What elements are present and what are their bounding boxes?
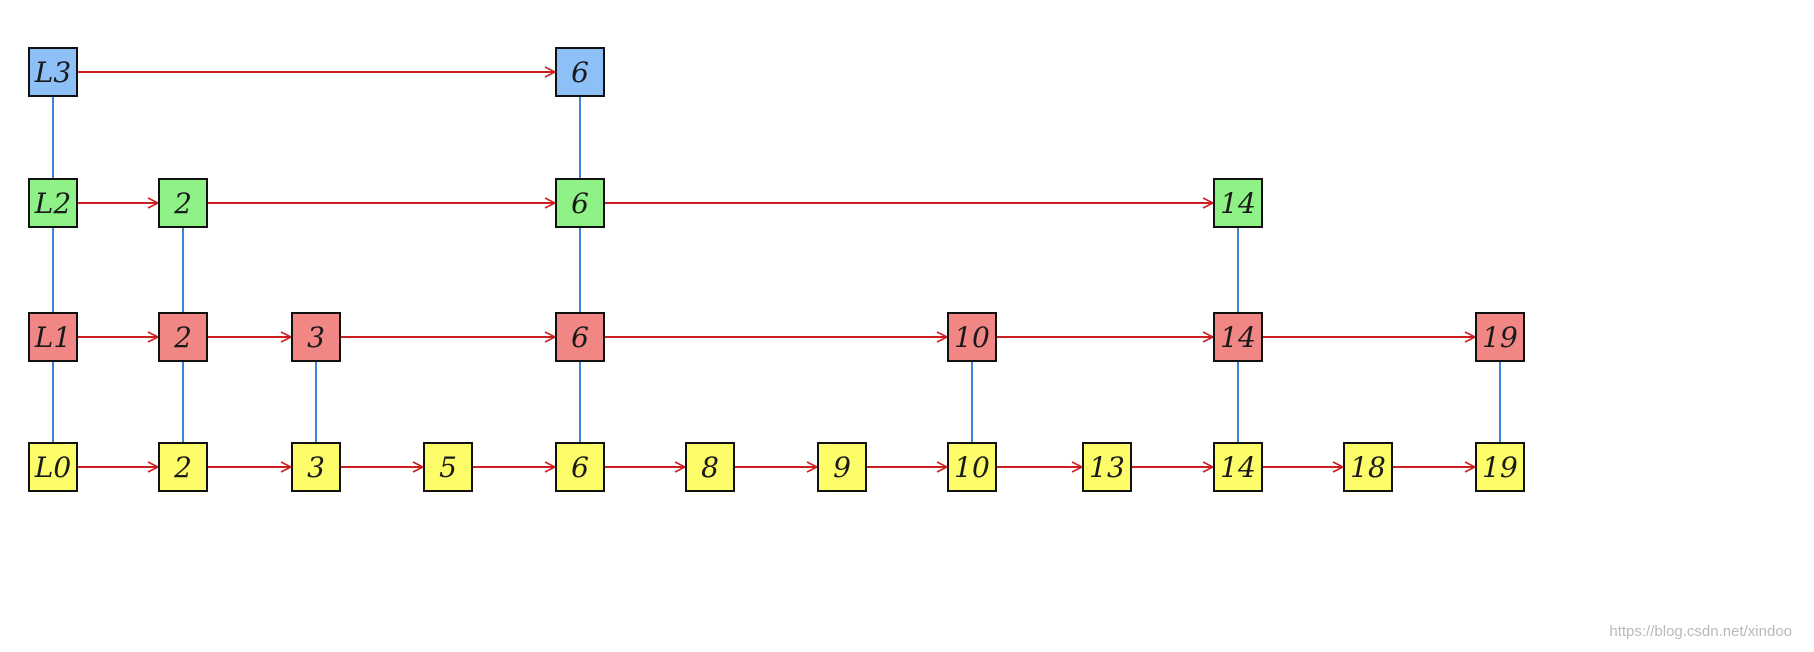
level-head-l3-label: L3 xyxy=(34,56,71,89)
watermark-text: https://blog.csdn.net/xindoo xyxy=(1609,623,1792,640)
level-head-l2-box xyxy=(28,178,78,228)
node-l1-6-box xyxy=(555,312,605,362)
node-l1-10-box xyxy=(947,312,997,362)
node-l0-10: 10 xyxy=(947,442,997,492)
node-l1-19-box xyxy=(1475,312,1525,362)
node-l0-18: 18 xyxy=(1343,442,1393,492)
node-l0-10-label: 10 xyxy=(954,451,990,484)
node-l0-2-label: 2 xyxy=(173,451,192,484)
node-l2-2-box xyxy=(158,178,208,228)
node-l1-2-label: 2 xyxy=(173,321,192,354)
node-l2-14-label: 14 xyxy=(1220,187,1256,220)
level-head-l0: L0 xyxy=(28,442,78,492)
node-l0-19: 19 xyxy=(1475,442,1525,492)
node-l2-6-label: 6 xyxy=(571,187,589,220)
node-l1-3-box xyxy=(291,312,341,362)
node-l1-14-box xyxy=(1213,312,1263,362)
node-l0-19-box xyxy=(1475,442,1525,492)
level-head-l1: L1 xyxy=(28,312,78,362)
level-head-l2-label: L2 xyxy=(34,187,71,220)
node-l0-8-label: 8 xyxy=(701,451,719,484)
node-l2-14: 14 xyxy=(1213,178,1263,228)
node-l0-18-box xyxy=(1343,442,1393,492)
level-head-l0-label: L0 xyxy=(34,451,71,484)
node-l0-5-box xyxy=(423,442,473,492)
node-l0-2-box xyxy=(158,442,208,492)
horizontal-links xyxy=(77,72,1475,467)
node-l2-6: 6 xyxy=(555,178,605,228)
node-l1-6: 6 xyxy=(555,312,605,362)
level-head-l3-box xyxy=(28,47,78,97)
node-l0-14-label: 14 xyxy=(1220,451,1256,484)
node-l0-8-box xyxy=(685,442,735,492)
node-l2-2: 2 xyxy=(158,178,208,228)
node-l0-6-box xyxy=(555,442,605,492)
node-l1-14-label: 14 xyxy=(1220,321,1256,354)
node-l2-2-label: 2 xyxy=(173,187,192,220)
node-l0-14-box xyxy=(1213,442,1263,492)
node-l1-14: 14 xyxy=(1213,312,1263,362)
node-l0-5-label: 5 xyxy=(439,451,457,484)
node-l2-14-box xyxy=(1213,178,1263,228)
vertical-links xyxy=(52,96,1501,443)
node-l3-6-label: 6 xyxy=(571,56,589,89)
node-l0-2: 2 xyxy=(158,442,208,492)
node-l0-10-box xyxy=(947,442,997,492)
node-l0-5: 5 xyxy=(423,442,473,492)
level-head-l2: L2 xyxy=(28,178,78,228)
node-l1-10: 10 xyxy=(947,312,997,362)
node-l0-3-label: 3 xyxy=(307,451,325,484)
node-l0-13-box xyxy=(1082,442,1132,492)
node-l1-3-label: 3 xyxy=(307,321,325,354)
node-l1-10-label: 10 xyxy=(954,321,990,354)
node-l0-6-label: 6 xyxy=(571,451,589,484)
node-l0-9-box xyxy=(817,442,867,492)
node-l0-9-label: 9 xyxy=(833,451,851,484)
node-l0-8: 8 xyxy=(685,442,735,492)
level-head-l0-box xyxy=(28,442,78,492)
node-l1-2: 2 xyxy=(158,312,208,362)
level-head-l3: L3 xyxy=(28,47,78,97)
level-head-l1-label: L1 xyxy=(34,321,71,354)
node-l0-19-label: 19 xyxy=(1482,451,1518,484)
node-l0-13: 13 xyxy=(1082,442,1132,492)
node-l1-2-box xyxy=(158,312,208,362)
node-l2-6-box xyxy=(555,178,605,228)
level-head-l1-box xyxy=(28,312,78,362)
node-l3-6: 6 xyxy=(555,47,605,97)
node-l0-6: 6 xyxy=(555,442,605,492)
node-l0-13-label: 13 xyxy=(1089,451,1125,484)
node-l0-3: 3 xyxy=(291,442,341,492)
node-l3-6-box xyxy=(555,47,605,97)
node-l0-18-label: 18 xyxy=(1350,451,1386,484)
node-l1-19: 19 xyxy=(1475,312,1525,362)
node-l1-3: 3 xyxy=(291,312,341,362)
node-l1-6-label: 6 xyxy=(571,321,589,354)
node-l0-9: 9 xyxy=(817,442,867,492)
node-l0-3-box xyxy=(291,442,341,492)
node-l0-14: 14 xyxy=(1213,442,1263,492)
node-l1-19-label: 19 xyxy=(1482,321,1518,354)
